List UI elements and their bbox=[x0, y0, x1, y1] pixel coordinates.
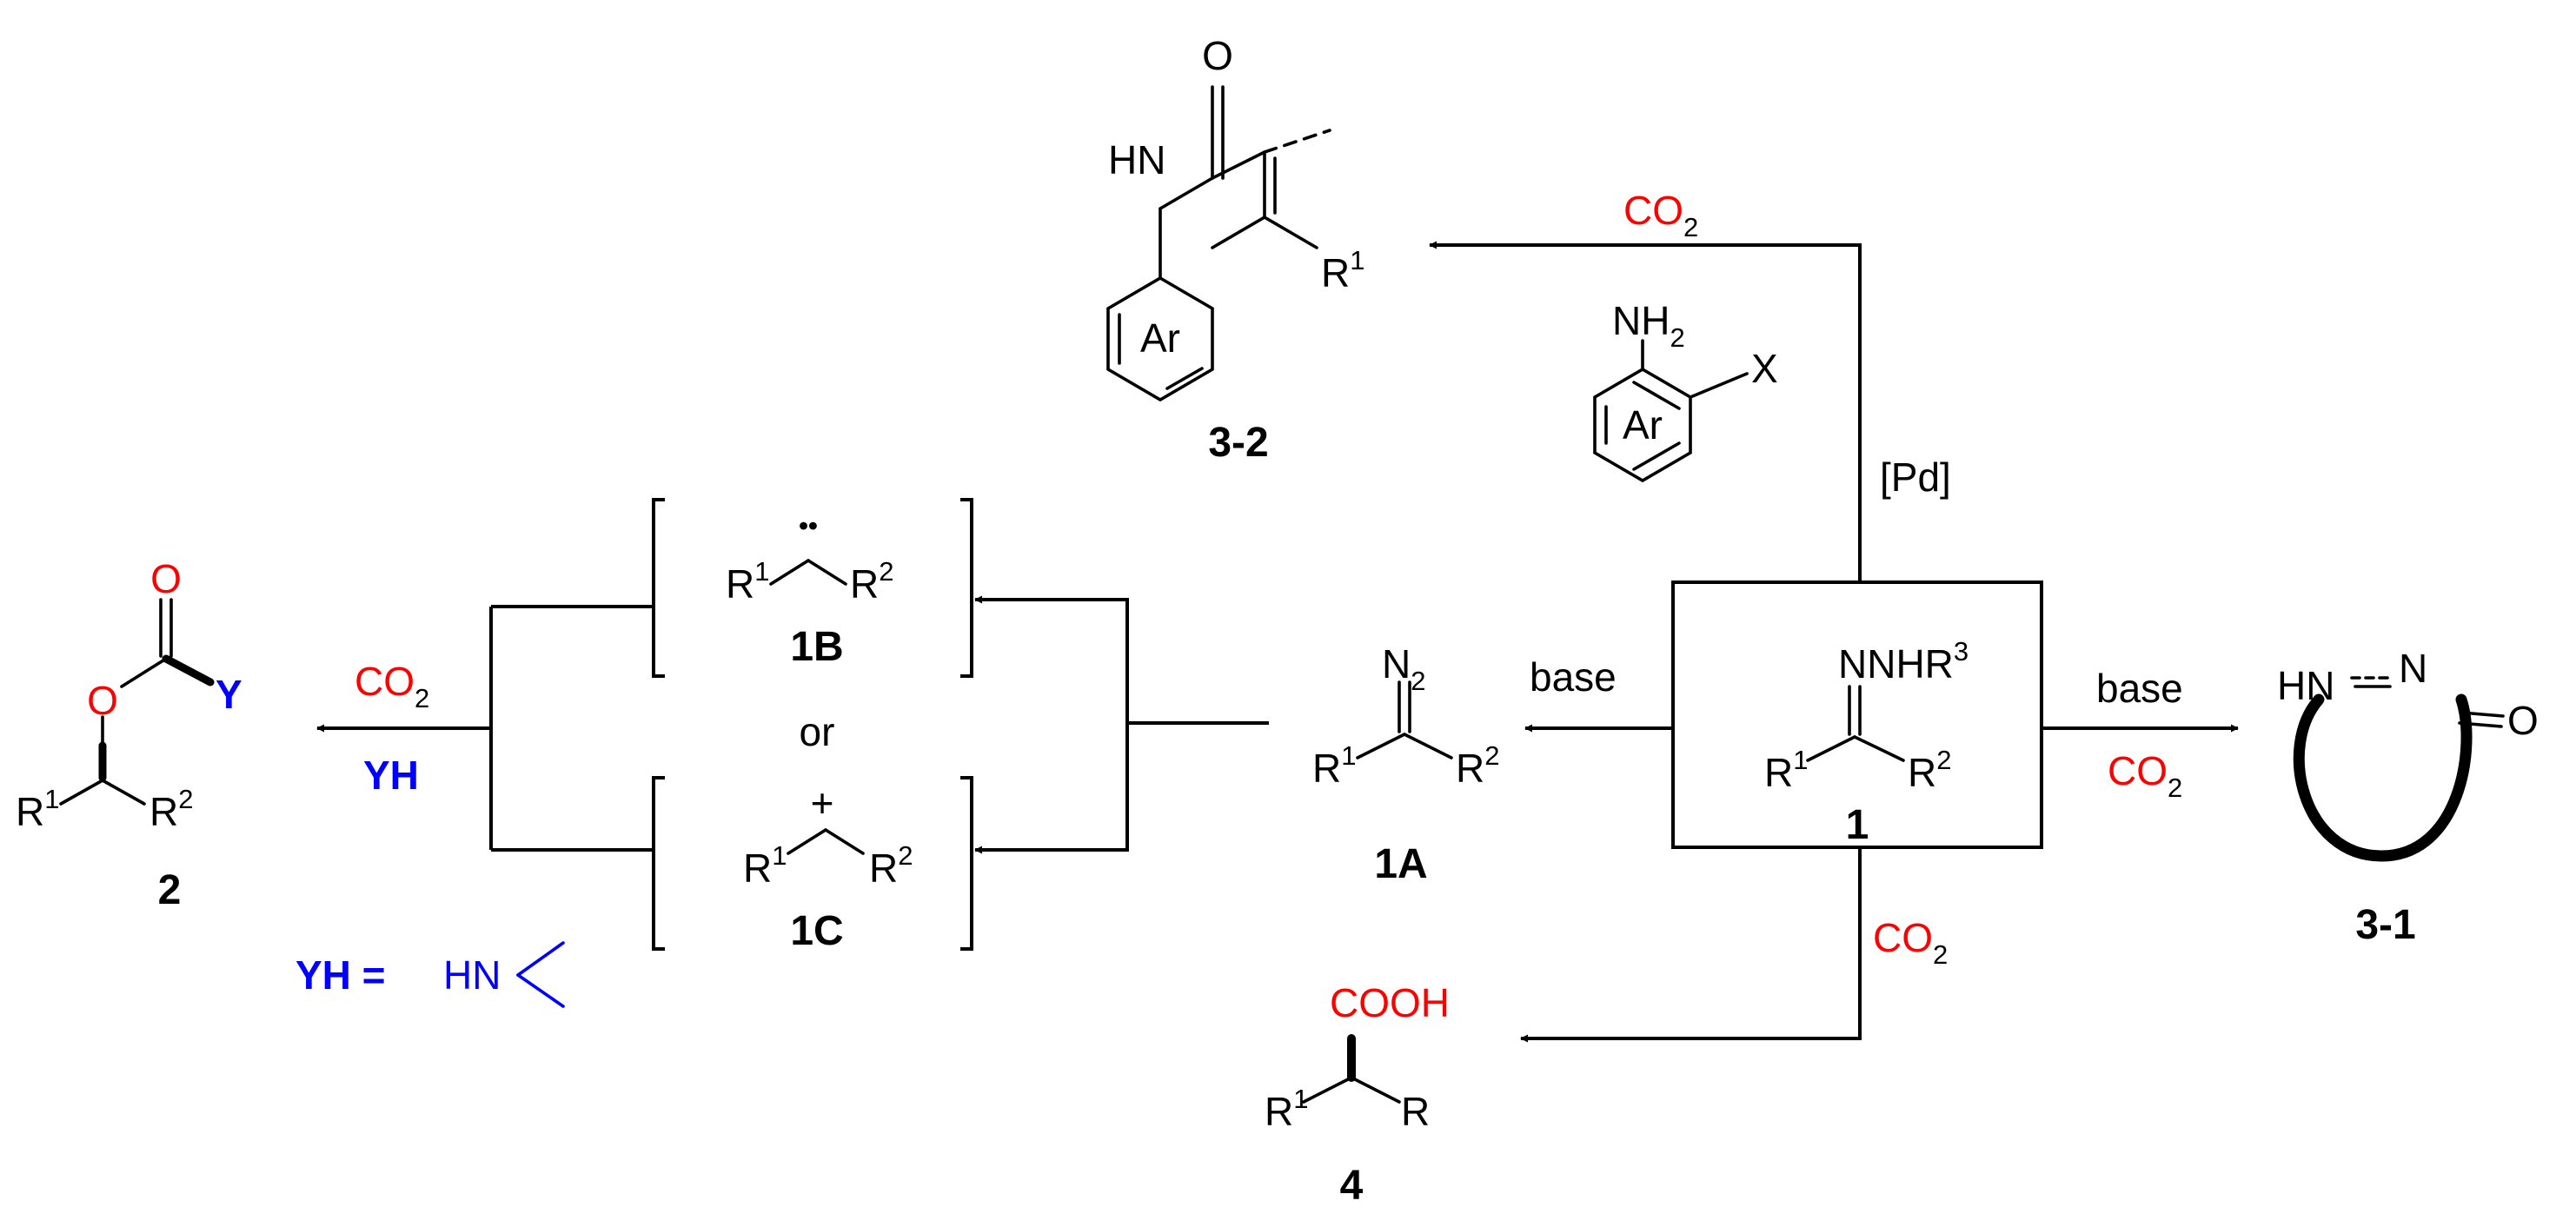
compound-1-r2: R2 bbox=[1908, 745, 1951, 795]
yh-definition: YH = HN bbox=[295, 941, 565, 1008]
compound-1: NNHR3 R1 R2 1 bbox=[1764, 636, 1969, 848]
compound-3-2-label: 3-2 bbox=[1208, 420, 1268, 466]
aniline-nh2: NH2 bbox=[1612, 298, 1685, 353]
compound-4-r: R bbox=[1401, 1089, 1430, 1134]
compound-1A-r1: R1 bbox=[1312, 740, 1356, 791]
compound-3-1-label: 3-1 bbox=[2355, 902, 2415, 948]
compound-1B-label: 1B bbox=[790, 624, 843, 670]
compound-1-label: 1 bbox=[1846, 802, 1869, 848]
or-label: or bbox=[800, 709, 835, 754]
compound-3-2: O HN Ar R1 3-2 bbox=[1106, 33, 1364, 466]
compound-2-o-carbonyl: O bbox=[150, 556, 182, 601]
compound-1-r1: R1 bbox=[1764, 745, 1808, 795]
yh-definition-hn: HN bbox=[443, 952, 501, 998]
compound-1-box bbox=[1671, 580, 2043, 849]
compound-1A-r2: R2 bbox=[1456, 740, 1499, 791]
compound-1A: N2 R1 R2 1A bbox=[1312, 641, 1499, 887]
compound-1B: •• R1 R2 1B bbox=[726, 510, 893, 670]
compound-1C: + R1 R2 1C bbox=[743, 780, 913, 954]
compound-3-1-hn: HN bbox=[2277, 663, 2334, 708]
compound-1A-n2: N2 bbox=[1382, 641, 1425, 696]
compound-1C-r1: R1 bbox=[743, 840, 787, 891]
arrow-to-4 bbox=[1520, 847, 1862, 1043]
compound-3-1: HN N O 3-1 bbox=[2277, 646, 2539, 948]
aniline-x: X bbox=[1751, 346, 1778, 391]
aniline-reagent: NH2 X Ar bbox=[1593, 298, 1778, 483]
yh-reagent: YH bbox=[363, 753, 419, 798]
compound-3-1-n: N bbox=[2399, 646, 2427, 691]
aniline-ar: Ar bbox=[1623, 402, 1663, 448]
base-left: base bbox=[1530, 654, 1617, 700]
bracket-1C-left bbox=[652, 776, 665, 951]
compound-3-2-ar: Ar bbox=[1140, 315, 1180, 361]
compound-4-acid: COOH bbox=[1330, 980, 1450, 1025]
compound-4: COOH R1 R 4 bbox=[1265, 980, 1450, 1209]
compound-2-r1: R1 bbox=[16, 784, 59, 834]
co2-left: CO2 bbox=[355, 659, 429, 713]
co2-right: CO2 bbox=[2108, 748, 2182, 803]
compound-4-r1: R1 bbox=[1265, 1084, 1308, 1134]
compound-3-1-o: O bbox=[2507, 698, 2539, 743]
compound-1-group: NNHR3 bbox=[1838, 636, 1969, 687]
compound-1B-r1: R1 bbox=[726, 556, 769, 607]
compound-3-2-r1: R1 bbox=[1321, 245, 1364, 295]
compound-1C-label: 1C bbox=[790, 908, 843, 954]
pd-catalyst: [Pd] bbox=[1880, 454, 1951, 500]
bracket-1B-right bbox=[960, 498, 973, 678]
compound-2-r2: R2 bbox=[149, 784, 193, 834]
compound-1B-r2: R2 bbox=[850, 556, 893, 607]
co2-top: CO2 bbox=[1623, 188, 1698, 242]
base-right: base bbox=[2096, 666, 2183, 711]
compound-2-o-ester: O bbox=[87, 678, 118, 723]
yh-definition-label: YH = bbox=[295, 952, 386, 998]
compound-2-y: Y bbox=[216, 672, 242, 717]
bracket-1C-right bbox=[960, 776, 973, 951]
compound-1C-plus: + bbox=[811, 780, 834, 826]
compound-2: O O Y R1 R2 2 bbox=[16, 556, 242, 913]
bracket-1B-left bbox=[652, 498, 665, 678]
compound-1C-r2: R2 bbox=[869, 840, 913, 891]
compound-1B-dots: •• bbox=[799, 510, 818, 541]
compound-3-2-hn: HN bbox=[1108, 137, 1165, 182]
compound-1A-label: 1A bbox=[1374, 841, 1427, 887]
compound-3-2-o: O bbox=[1202, 33, 1233, 78]
compound-2-label: 2 bbox=[158, 867, 182, 913]
co2-bottom: CO2 bbox=[1873, 915, 1948, 970]
arrow-to-3-2 bbox=[1429, 241, 1862, 582]
compound-4-label: 4 bbox=[1340, 1163, 1364, 1209]
